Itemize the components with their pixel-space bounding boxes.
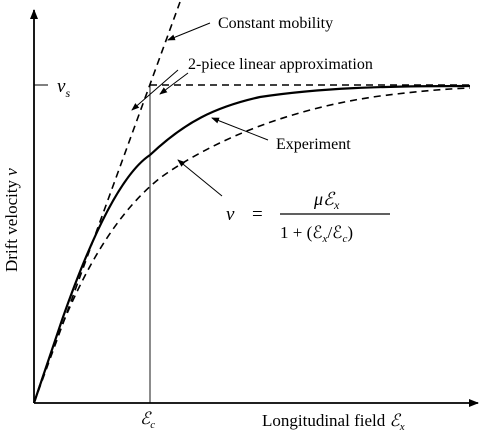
constant-mobility-label: Constant mobility [218,15,333,32]
x-axis-label: Longitudinal field ℰx [262,411,405,433]
two-piece-pointer-1 [159,72,189,95]
formula-lhs: v [226,204,235,225]
two-piece-label: 2-piece linear approximation [188,56,373,73]
formula-numerator: μℰx [313,189,340,212]
formula: v = μℰx 1 + (ℰx/ℰc) [226,189,390,245]
formula-equals: = [252,204,263,225]
constant-mobility-pointer [167,22,211,41]
ec-label: ℰc [140,409,155,431]
experiment-pointer [211,117,269,141]
experiment-curve [32,84,471,404]
formula-curve [33,87,471,404]
two-piece-pointer-2 [131,69,179,111]
experiment-label: Experiment [276,136,351,153]
vs-label: vs [57,76,70,100]
formula-pointer [177,159,223,197]
y-axis-label: Drift velocity v [2,168,21,272]
formula-denominator: 1 + (ℰx/ℰc) [280,223,353,245]
